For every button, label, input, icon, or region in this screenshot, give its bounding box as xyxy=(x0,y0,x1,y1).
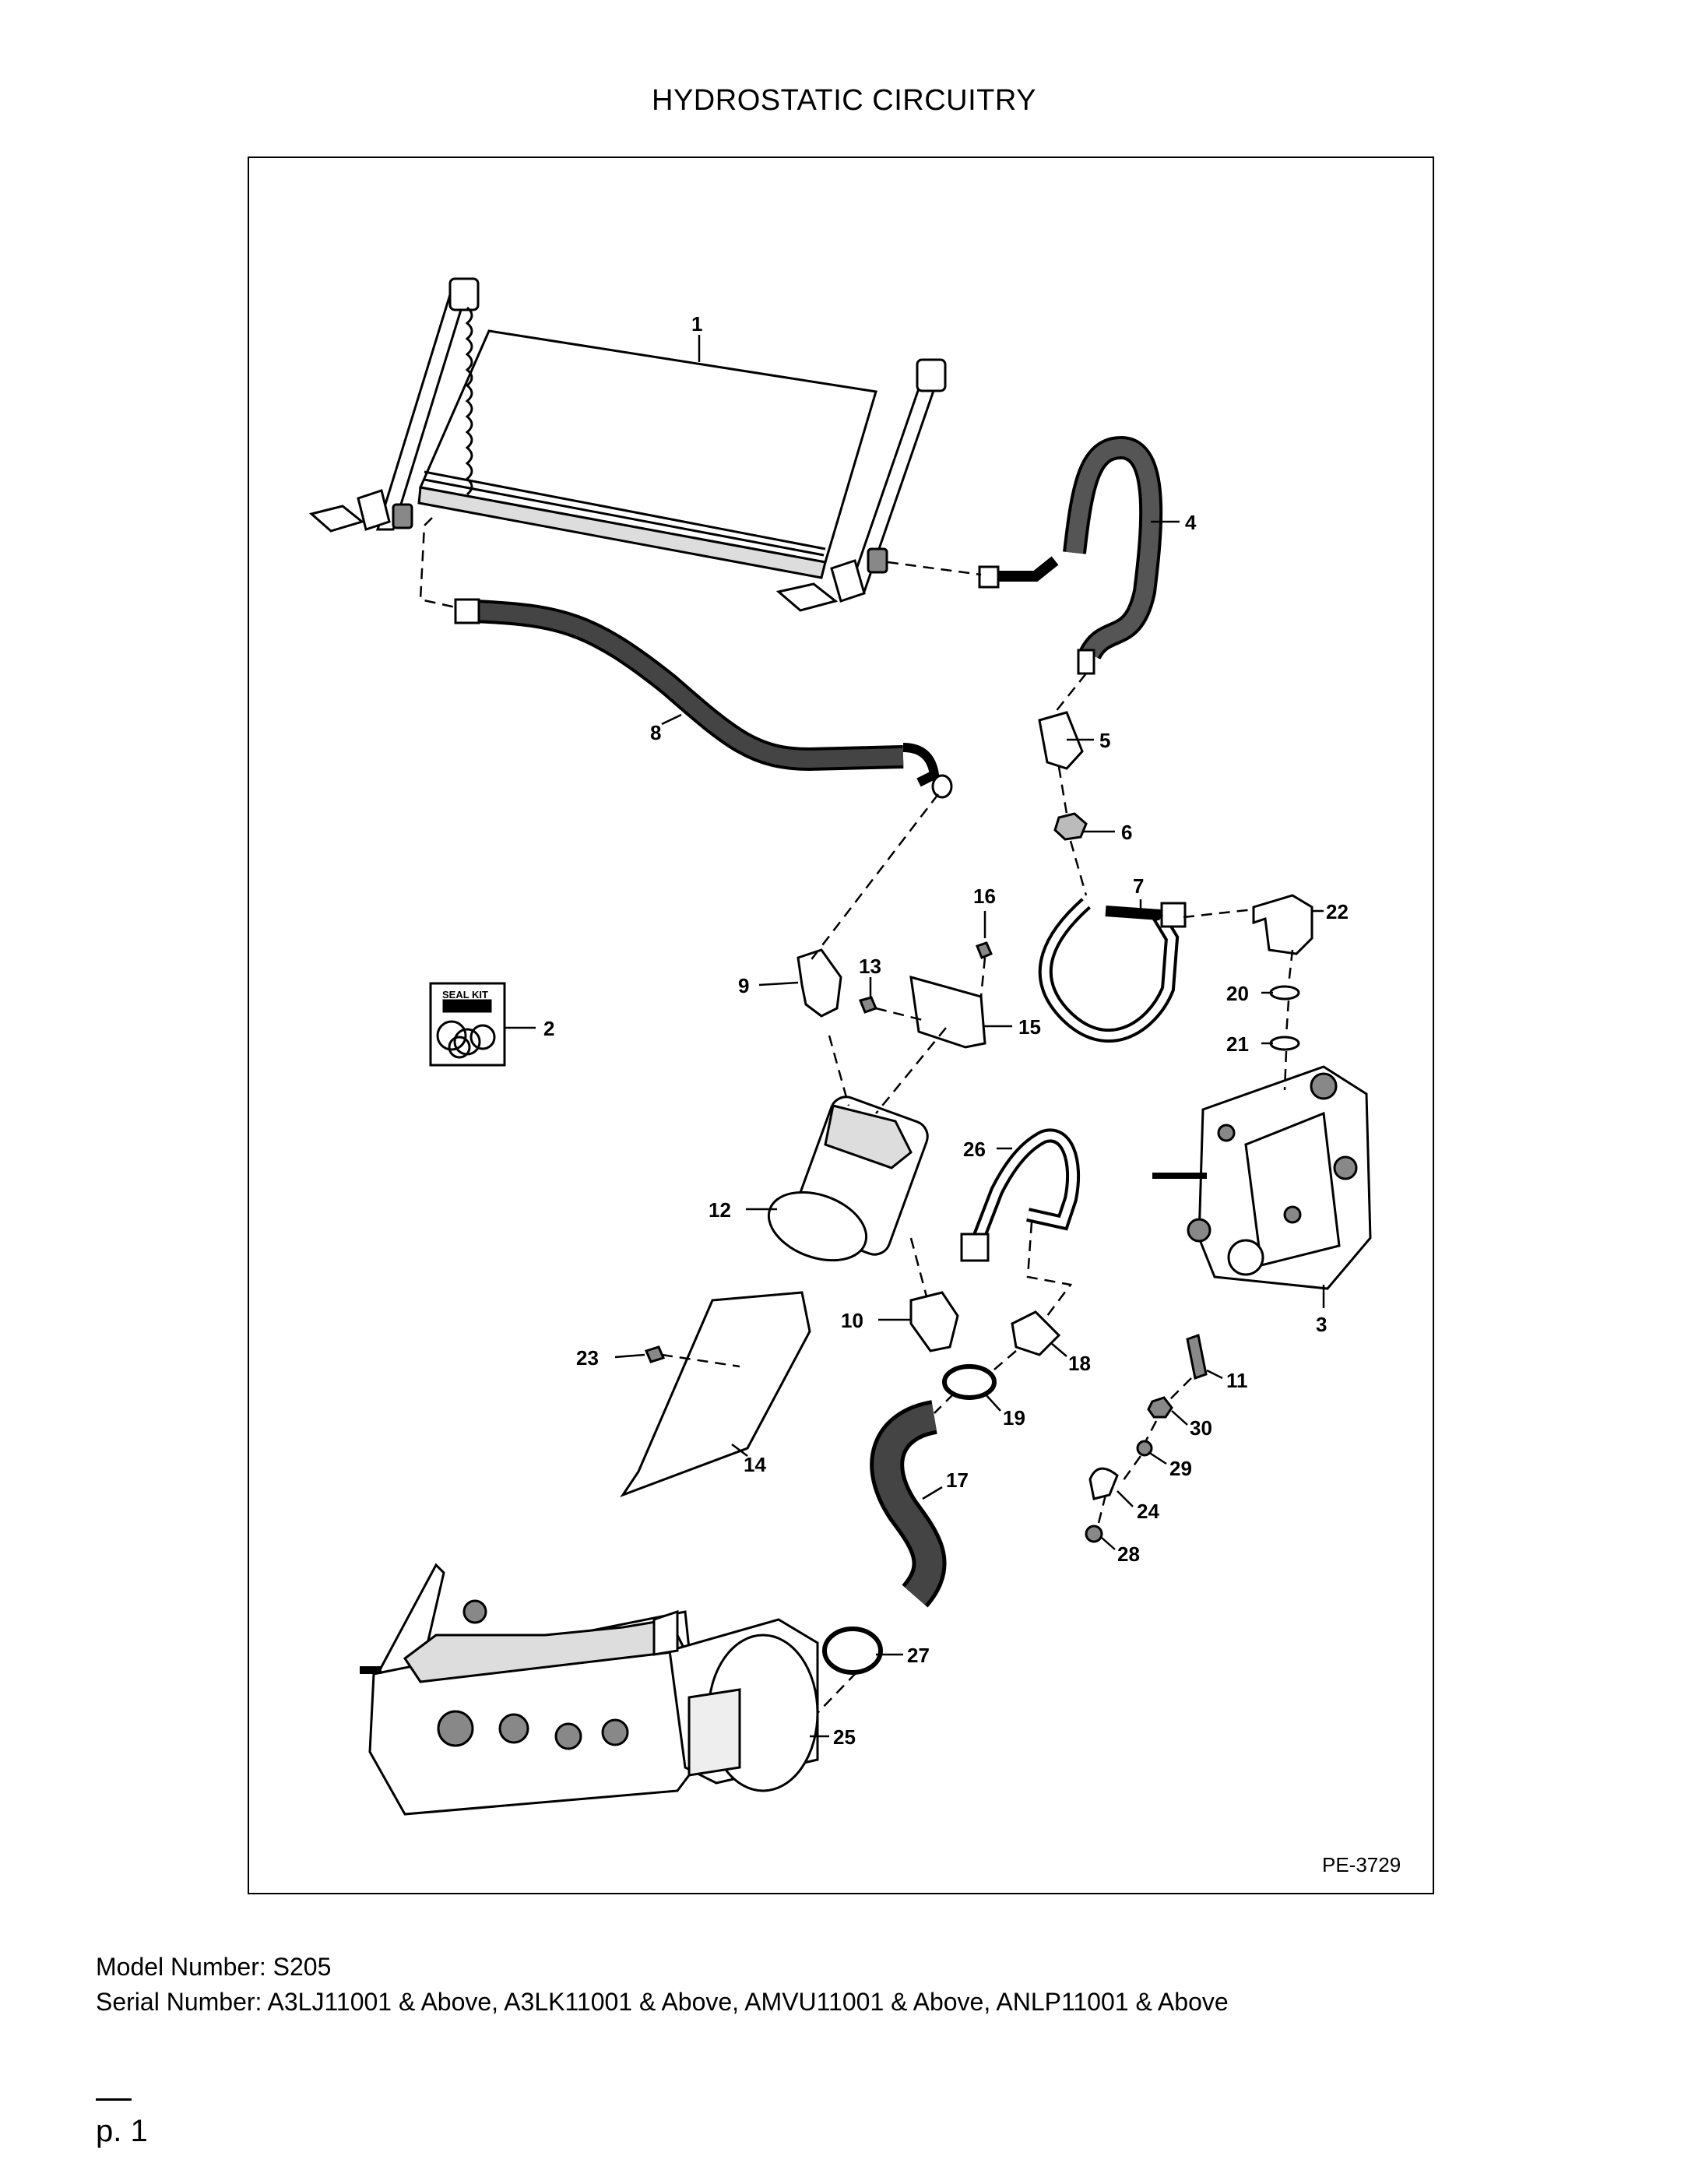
callout-13: 13 xyxy=(859,955,881,978)
shield-part-14 xyxy=(620,1291,811,1498)
serial-number: Serial Number: A3LJ11001 & Above, A3LK11… xyxy=(96,1988,1229,2016)
callout-19: 19 xyxy=(1003,1406,1025,1430)
callout-30: 30 xyxy=(1190,1416,1212,1440)
callout-15: 15 xyxy=(1018,1015,1041,1039)
callout-14: 14 xyxy=(744,1453,766,1476)
callout-17: 17 xyxy=(946,1468,969,1492)
screw-part-16 xyxy=(976,941,993,959)
callout-6: 6 xyxy=(1121,821,1132,844)
callout-26: 26 xyxy=(963,1138,986,1161)
callout-24: 24 xyxy=(1137,1500,1159,1523)
nut-part-28 xyxy=(1085,1525,1103,1543)
callout-3: 3 xyxy=(1316,1313,1327,1336)
callout-16: 16 xyxy=(973,885,996,908)
clamp-part-19 xyxy=(942,1364,997,1400)
clamp-part-27 xyxy=(822,1627,883,1675)
diagram-frame xyxy=(248,157,1434,1894)
model-number: Model Number: S205 xyxy=(96,1953,332,1981)
figure-code: PE-3729 xyxy=(1322,1853,1401,1876)
seal-kit-label: SEAL KIT xyxy=(442,989,488,1001)
nut-part-6 xyxy=(1053,812,1088,841)
callout-4: 4 xyxy=(1185,511,1197,534)
callout-8: 8 xyxy=(650,721,661,744)
hose-part-4 xyxy=(978,435,1163,675)
filter-part-12 xyxy=(767,1096,929,1262)
callout-20: 20 xyxy=(1226,982,1249,1005)
screw-part-13 xyxy=(858,996,878,1014)
elbow-fitting-part-5 xyxy=(1038,711,1084,770)
callout-25: 25 xyxy=(833,1725,856,1749)
fitting-part-10 xyxy=(909,1291,959,1352)
page-number: p. 1 xyxy=(96,2114,148,2148)
callout-5: 5 xyxy=(1099,729,1110,752)
fitting-part-18 xyxy=(1011,1310,1061,1356)
callout-11: 11 xyxy=(1226,1369,1248,1392)
callout-12: 12 xyxy=(709,1198,731,1222)
callout-27: 27 xyxy=(907,1644,930,1667)
page-title: HYDROSTATIC CIRCUITRY xyxy=(652,84,1036,117)
o-ring-part-20 xyxy=(1269,985,1300,1001)
hose-part-8 xyxy=(454,598,953,799)
oil-cooler-part xyxy=(308,277,947,612)
bolt-part-11 xyxy=(1186,1334,1208,1380)
callout-21: 21 xyxy=(1226,1032,1249,1056)
o-ring-part-21 xyxy=(1269,1036,1300,1051)
elbow-fitting-part-9 xyxy=(797,948,842,1018)
bracket-part-15 xyxy=(909,975,986,1049)
callout-7: 7 xyxy=(1133,874,1144,898)
valve-block-part-3 xyxy=(1152,1065,1372,1290)
clip-part-24 xyxy=(1088,1467,1119,1500)
nut-part-30 xyxy=(1147,1396,1173,1419)
callout-10: 10 xyxy=(841,1309,863,1332)
pump-assembly-part-25 xyxy=(360,1563,819,1816)
washer-part-29 xyxy=(1136,1440,1153,1457)
elbow-fitting-part-22 xyxy=(1252,894,1313,955)
callout-23: 23 xyxy=(576,1346,599,1370)
callout-1: 1 xyxy=(691,312,702,336)
callout-9: 9 xyxy=(738,974,749,997)
screw-part-23 xyxy=(644,1345,666,1363)
page-rule xyxy=(96,2098,132,2101)
callout-28: 28 xyxy=(1117,1542,1140,1566)
seal-kit-part-2 xyxy=(429,982,506,1067)
callout-18: 18 xyxy=(1068,1352,1091,1375)
callout-2: 2 xyxy=(543,1017,554,1040)
callout-22: 22 xyxy=(1326,900,1349,923)
callout-29: 29 xyxy=(1169,1457,1192,1480)
